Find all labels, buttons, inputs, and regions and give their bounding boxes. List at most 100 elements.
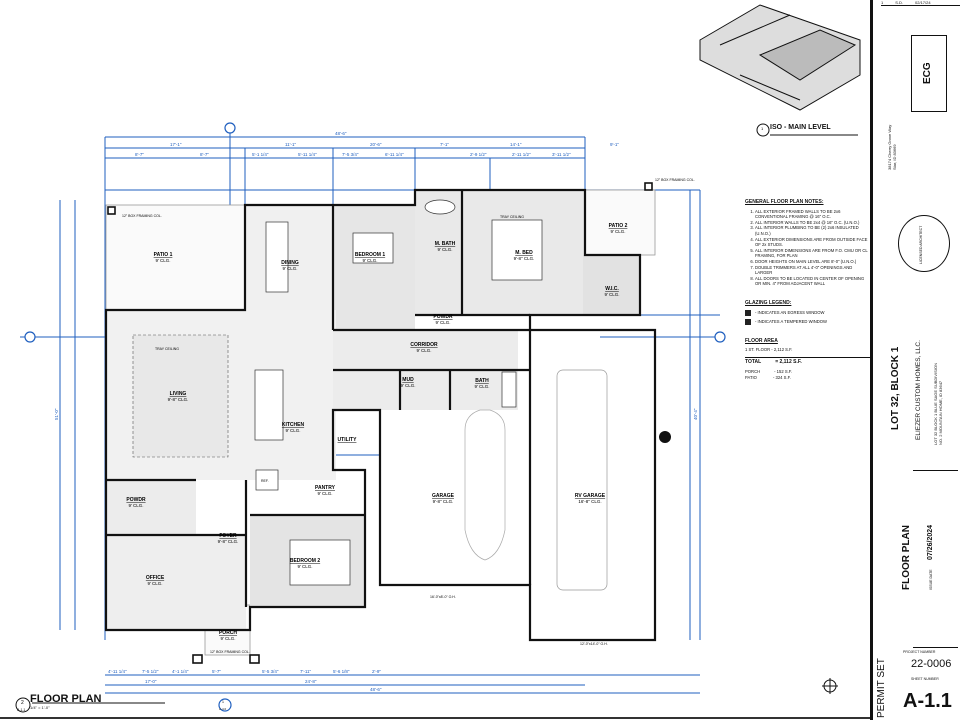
plan-annotations: TRAY CEILING TRAY CEILING REF. 12" BOX F…: [122, 178, 695, 654]
room-name: CORRIDOR: [410, 342, 438, 348]
sheet-number-label: SHEET NUMBER: [911, 677, 939, 681]
floor-area-title: FLOOR AREA: [745, 337, 778, 344]
room-name: DINING: [281, 260, 299, 266]
architect-seal: LICENSED ARCHITECT: [898, 215, 950, 272]
revision-number: 1: [881, 0, 884, 5]
room-ceiling: 9' CLG.: [437, 247, 452, 252]
room-ceiling: 9' CLG.: [282, 266, 297, 271]
hvac-unit-icon: [659, 431, 671, 443]
room-ceiling: 9'-8" CLG.: [433, 499, 454, 504]
walls: [104, 188, 657, 642]
view-number: 2: [21, 700, 24, 706]
porch-label: PORCH: [745, 369, 761, 375]
room-name: GARAGE: [432, 493, 455, 499]
divider: [913, 470, 958, 471]
dim-label: 2'-9 1/2": [470, 152, 487, 157]
dim-label: 8'-7": [135, 152, 144, 157]
note-item: ALL INTERIOR PLUMBING TO BE (2) 2x6 INSU…: [755, 225, 870, 236]
dim-label: 11'-1": [285, 142, 297, 147]
total-label: TOTAL: [745, 358, 762, 365]
iso-view-drawing: [699, 4, 861, 111]
fixtures: [254, 199, 608, 591]
project-name: LOT 32, BLOCK 1: [890, 346, 901, 430]
note-item: ALL DOORS TO BE LOCATED IN CENTER OF OPE…: [755, 276, 870, 287]
room-ceiling: 9'-8" CLG.: [514, 256, 535, 261]
room-name: PATIO 1: [154, 252, 173, 258]
dim-label: 9'-1": [610, 142, 619, 147]
grid-markers: [24, 122, 726, 712]
view-title: FLOOR PLAN: [30, 693, 102, 705]
view-sheet-ref: A-1.1: [17, 708, 25, 712]
section-marker-number: 1: [222, 700, 224, 704]
note-item: DOUBLE TRIMMERS AT ALL 4'-0" OPENINGS AN…: [755, 265, 870, 276]
view-scale: 1/4" = 1'-0": [30, 705, 50, 710]
dim-label: 5'-11 1/4": [298, 152, 317, 157]
room-name: POWDR: [433, 314, 453, 320]
dim-label: 24'-8": [305, 679, 317, 684]
room-name: LIVING: [170, 391, 187, 397]
view-marker: [15, 697, 31, 713]
room-name: OFFICE: [146, 575, 165, 581]
general-notes-list: ALL EXTERIOR FRAMED WALLS TO BE 2x6 CONV…: [745, 209, 870, 287]
room-ceiling: 9'-8" CLG.: [168, 397, 189, 402]
dim-label: 4'-1 1/4": [172, 669, 189, 674]
issue-date: 07/26/2024: [927, 524, 934, 560]
revision-row: 1 S.D. 02/17/24: [881, 0, 960, 6]
title-block: 1 S.D. 02/17/24 ECG 38174 Cherry Grove W…: [870, 0, 960, 720]
legend-text: - INDICATES A TEMPERED WINDOW: [755, 318, 827, 324]
room-ceiling: 9' CLG.: [128, 503, 143, 508]
patio-area: - 324 S.F.: [772, 374, 791, 380]
room-name: PORCH: [219, 630, 237, 636]
room-ceiling: 9' CLG.: [400, 383, 415, 388]
tray-ceiling-note: TRAY CEILING: [155, 347, 179, 351]
first-floor-area: 1 ST. FLOOR - 2,112 S.F.: [745, 347, 793, 353]
room-ceiling: 9' CLG.: [297, 564, 312, 569]
total-area: = 2,112 S.F.: [775, 358, 802, 365]
exterior-slabs: [105, 189, 656, 656]
dim-label: 7'-5 3/4": [342, 152, 359, 157]
room-labels: PATIO 1 9' CLG. DINING 9' CLG. BEDROOM 1…: [126, 223, 627, 641]
garage-door-note: 16'-0"x8'-0" O.H.: [430, 595, 456, 599]
room-name: PATIO 2: [609, 223, 628, 229]
room-name: W.I.C.: [605, 286, 619, 292]
iso-view-marker: [756, 123, 770, 137]
dim-label: 20'-6": [370, 142, 382, 147]
sheet-title: FLOOR PLAN: [901, 525, 912, 590]
dim-label: 14'-1": [510, 142, 522, 147]
revision-date: 02/17/24: [915, 0, 931, 5]
dim-label: 8'-7": [200, 152, 209, 157]
note-item: ALL INTERIOR WALLS TO BE 2x4 @ 16" O.C. …: [755, 220, 870, 226]
seal-text: LICENSED ARCHITECT: [919, 225, 923, 264]
room-ceiling: 9'-8" CLG.: [218, 539, 239, 544]
dim-label: 3'-11 1/2": [552, 152, 571, 157]
room-name: MUD: [402, 377, 414, 383]
room-ceiling: 9' CLG.: [435, 320, 450, 325]
dim-label: 17'-0": [145, 679, 157, 684]
room-ceiling: 9' CLG.: [416, 348, 431, 353]
room-name: KITCHEN: [282, 422, 305, 428]
divider: [913, 647, 958, 648]
view-title-block: FLOOR PLAN 1/4" = 1'-0": [30, 693, 102, 710]
glazing-legend: GLAZING LEGEND: - INDICATES AN EGRESS WI…: [745, 299, 870, 325]
dim-label: 6'-11 1/4": [385, 152, 404, 157]
floor-area: FLOOR AREA 1 ST. FLOOR - 2,112 S.F. TOTA…: [745, 337, 870, 381]
box-framing-columns: [107, 182, 653, 664]
room-name: PANTRY: [315, 485, 336, 491]
room-ceiling: 9' CLG.: [474, 384, 489, 389]
patio-label: PATIO: [745, 374, 757, 380]
dim-label: 5'-1 1/4": [252, 152, 269, 157]
section-marker-ref: A-4.0: [219, 707, 227, 711]
column-note: 12" BOX FRAMING COL.: [122, 214, 162, 218]
general-notes-title: GENERAL FLOOR PLAN NOTES:: [745, 199, 824, 205]
porch-area: - 152 S.F.: [774, 369, 793, 375]
dim-label: 5'-6 1/8": [333, 669, 350, 674]
glazing-legend-title: GLAZING LEGEND:: [745, 299, 792, 306]
room-name: POWDR: [126, 497, 146, 503]
dim-label: 2'-11 1/2": [512, 152, 531, 157]
room-ceiling: 9' CLG.: [155, 258, 170, 263]
dim-label: 2'-9": [372, 669, 381, 674]
room-ceiling: 9' CLG.: [220, 636, 235, 641]
dim-label: 48'-6": [370, 687, 382, 692]
issue-date-label: ISSUE DATE: [929, 569, 933, 590]
tray-ceiling-note: TRAY CEILING: [500, 215, 524, 219]
